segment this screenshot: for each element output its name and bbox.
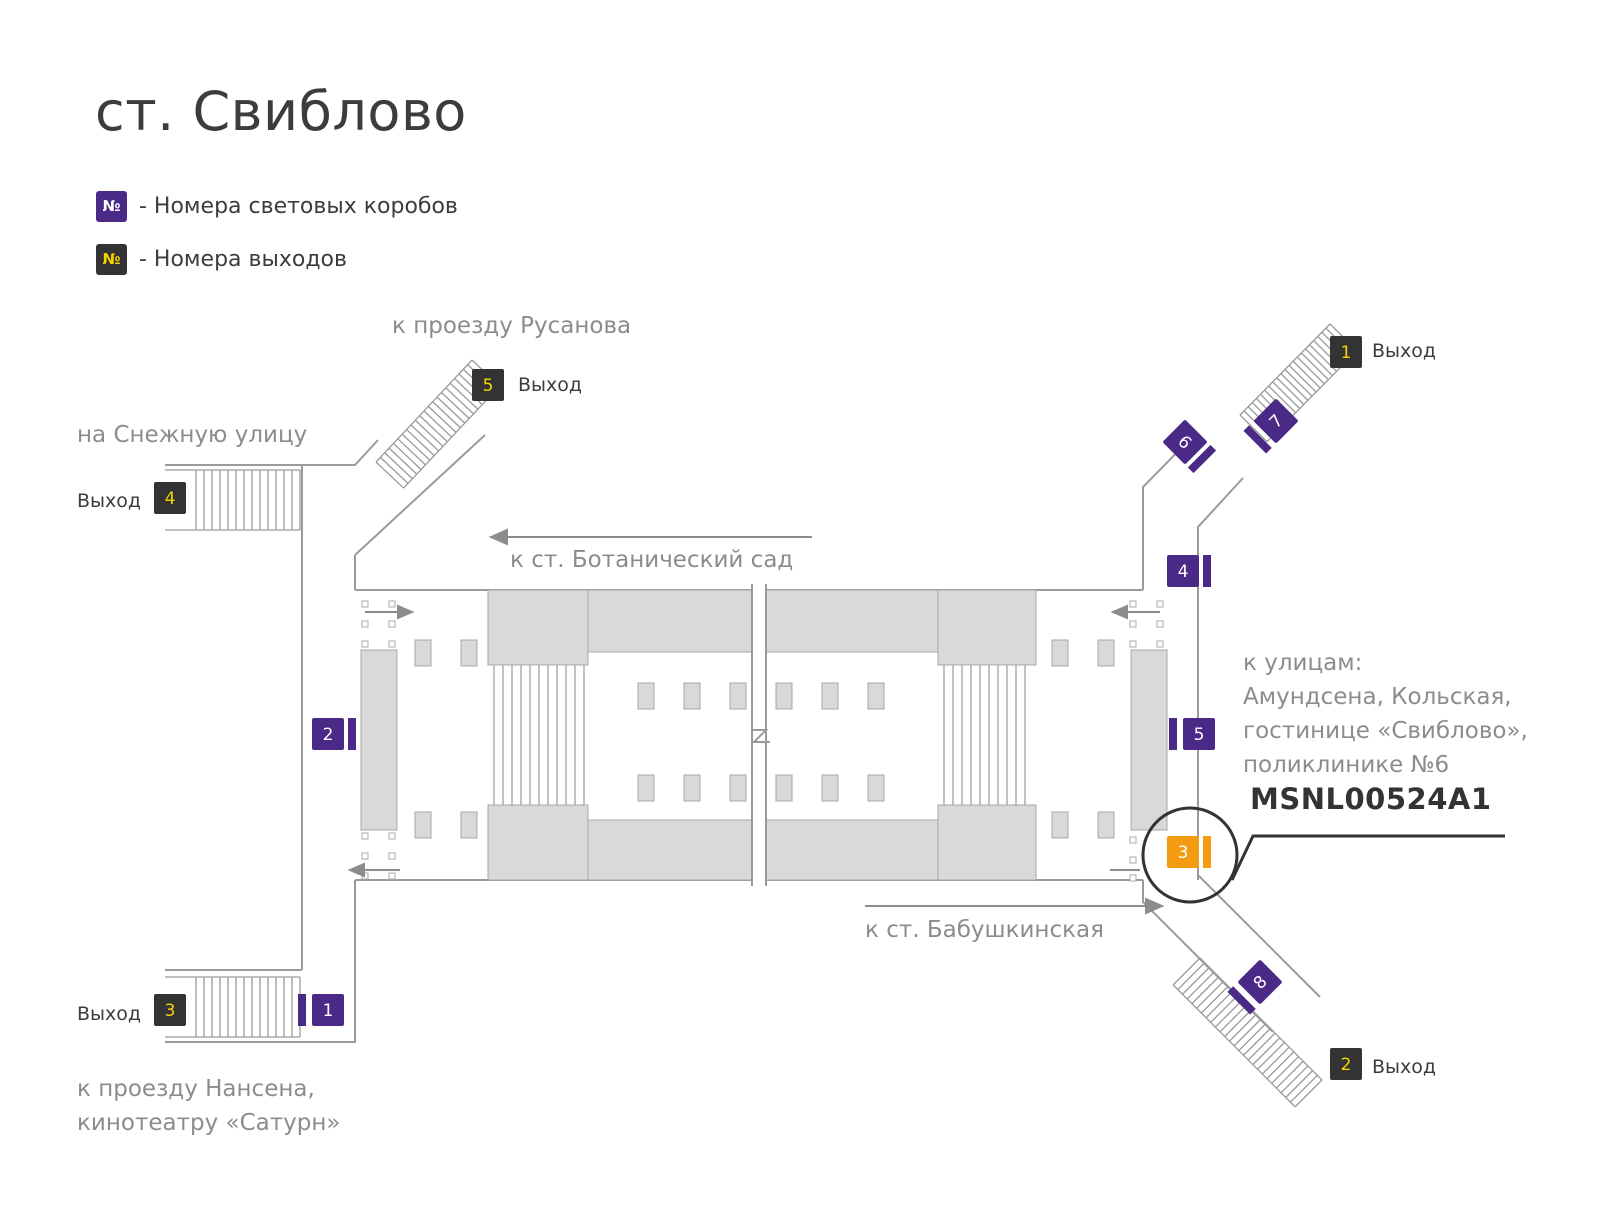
lightbox-code: MSNL00524A1 — [1250, 782, 1492, 816]
lightbox-3-number: 3 — [1178, 843, 1189, 863]
lightbox-2-number: 2 — [323, 725, 334, 745]
exit-2-marker: 2 — [1330, 1048, 1362, 1080]
legend-lightbox-swatch: № — [96, 190, 127, 222]
lightbox-6-marker: 6 — [1163, 420, 1217, 474]
exit-3-marker: 3 — [154, 994, 186, 1026]
label-botanichesky: к ст. Ботанический сад — [510, 547, 794, 573]
stairs-exit-5 — [375, 359, 501, 489]
exit-2-label: Выход — [1372, 1056, 1437, 1078]
label-snezhnaya: на Снежную улицу — [77, 422, 308, 448]
lightbox-1-marker: 1 — [298, 994, 344, 1026]
legend-lightbox: № - Номера световых коробов — [96, 190, 458, 222]
exit-1-label: Выход — [1372, 340, 1437, 362]
exit-3-label: Выход — [77, 1003, 142, 1025]
exit-4-label: Выход — [77, 490, 142, 512]
exit-1-number: 1 — [1341, 343, 1352, 363]
exit-4-marker: 4 — [154, 482, 186, 514]
highlight-marker — [1141, 806, 1505, 904]
label-streets-3: гостинице «Свиблово», — [1243, 718, 1528, 744]
lightbox-1-number: 1 — [323, 1001, 334, 1021]
label-babushkinskaya: к ст. Бабушкинская — [865, 917, 1104, 943]
label-streets-4: поликлинике №6 — [1243, 752, 1450, 778]
stairs-exit-3 — [165, 976, 301, 1038]
page-title: ст. Свиблово — [95, 80, 467, 143]
lightbox-7-marker: 7 — [1243, 399, 1298, 454]
legend-exit-text: - Номера выходов — [139, 246, 347, 272]
lightbox-2-marker: 2 — [312, 718, 356, 750]
label-nansen-1: к проезду Нансена, — [77, 1076, 315, 1102]
label-streets-1: к улицам: — [1243, 650, 1363, 676]
stairs-exit-2 — [1172, 957, 1323, 1108]
lightbox-5-number: 5 — [1194, 725, 1205, 745]
escalators — [493, 665, 1026, 805]
lightbox-8-marker: 8 — [1227, 960, 1282, 1015]
label-nansen-2: кинотеатру «Сатурн» — [77, 1110, 341, 1136]
lightbox-3-marker: 3 — [1167, 836, 1211, 868]
exit-1-marker: 1 — [1330, 336, 1362, 368]
label-streets-2: Амундсена, Кольская, — [1243, 684, 1512, 710]
legend-lightbox-text: - Номера световых коробов — [139, 193, 458, 219]
lightbox-4-number: 4 — [1178, 562, 1189, 582]
boxes-layer: 1 2 3 4 5 1 2 3 4 5 67 8 — [154, 336, 1362, 1080]
exit-5-number: 5 — [483, 376, 494, 396]
exit-3-number: 3 — [165, 1001, 176, 1021]
exit-5-marker: 5 — [472, 369, 504, 401]
exit-4-number: 4 — [165, 489, 176, 509]
legend-exit-swatch: № — [96, 243, 127, 275]
lightbox-5-marker: 5 — [1169, 718, 1215, 750]
label-rusanova: к проезду Русанова — [392, 313, 632, 339]
stairs-exit-4 — [165, 469, 301, 531]
lightbox-4-marker: 4 — [1167, 555, 1211, 587]
exit-2-number: 2 — [1341, 1055, 1352, 1075]
exit-5-label: Выход — [518, 374, 583, 396]
legend-exit: № - Номера выходов — [96, 243, 347, 275]
flow-arrows — [347, 528, 1165, 915]
columns — [414, 639, 1115, 839]
break-mark — [751, 584, 770, 886]
